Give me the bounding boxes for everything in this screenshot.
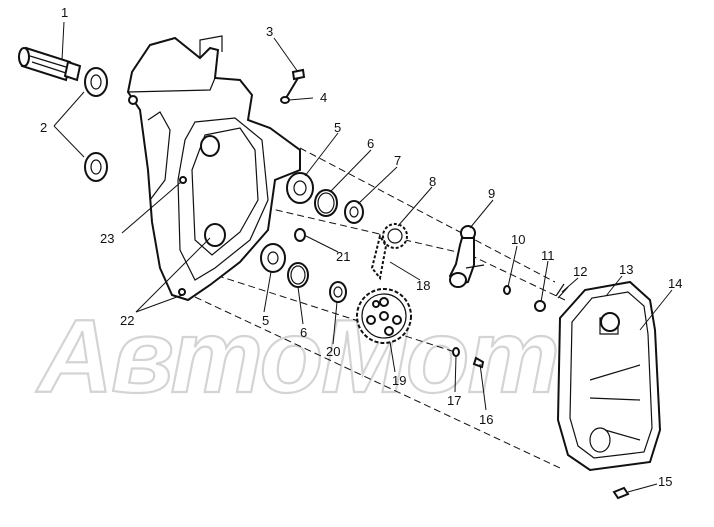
- callout-5-lower: 5: [262, 313, 269, 328]
- callout-8: 8: [429, 174, 436, 189]
- bearing-upper: [286, 172, 314, 204]
- callout-1: 1: [61, 5, 68, 20]
- housing-bolt: [285, 68, 306, 99]
- bolt-washer: [280, 96, 290, 104]
- callout-17: 17: [447, 393, 461, 408]
- axis-upper-shaft-end: [469, 254, 566, 301]
- callout-18: 18: [416, 278, 430, 293]
- callout-5-upper: 5: [334, 120, 341, 135]
- callout-14: 14: [668, 276, 682, 291]
- washer-10: [503, 285, 511, 295]
- bearing-lower: [260, 243, 286, 273]
- callout-19: 19: [392, 373, 406, 388]
- axis-cover-top: [299, 147, 556, 283]
- callout-11: 11: [541, 248, 555, 263]
- sprocket-hub: [344, 200, 364, 224]
- shim-20: [329, 281, 347, 303]
- callout-10: 10: [511, 232, 525, 247]
- callout-12: 12: [573, 264, 587, 279]
- nut-11: [534, 300, 546, 312]
- callout-9: 9: [488, 186, 495, 201]
- callout-21: 21: [336, 249, 350, 264]
- cover-bolt: [612, 486, 630, 500]
- oil-seal-lower: [84, 152, 108, 182]
- leader-lines: [53, 21, 673, 493]
- callout-4: 4: [320, 90, 327, 105]
- callout-16: 16: [479, 412, 493, 427]
- lower-sprocket: [356, 288, 412, 344]
- callout-6-upper: 6: [367, 136, 374, 151]
- o-ring-upper: [314, 189, 338, 217]
- o-ring-lower: [287, 262, 309, 288]
- cotter-pin-12: [555, 283, 569, 299]
- callout-7: 7: [394, 153, 401, 168]
- chaincase-cover: [556, 280, 662, 472]
- callout-6-lower: 6: [300, 325, 307, 340]
- spacer-21: [294, 228, 306, 242]
- oil-seal-upper: [84, 67, 108, 97]
- callout-23: 23: [100, 231, 114, 246]
- callout-labels: 1 2 3 4 5 5 6 6 7 8 9 10 11 12 13 14 15 …: [40, 5, 682, 489]
- chain-tensioner: [448, 225, 485, 288]
- callout-13: 13: [619, 262, 633, 277]
- callout-20: 20: [326, 344, 340, 359]
- watermark: АвтоМото: [34, 298, 621, 416]
- callout-3: 3: [266, 24, 273, 39]
- drive-chain: [370, 233, 388, 281]
- watermark-text: АвтоМото: [35, 299, 618, 415]
- splined-shaft: [18, 46, 82, 82]
- callout-2: 2: [40, 120, 47, 135]
- callout-15: 15: [658, 474, 672, 489]
- upper-sprocket: [382, 223, 408, 249]
- axis-cover-bottom: [194, 296, 561, 469]
- chaincase-housing: [126, 35, 301, 302]
- callout-22: 22: [120, 313, 134, 328]
- bolt-16: [472, 356, 485, 369]
- washer-17: [452, 347, 460, 357]
